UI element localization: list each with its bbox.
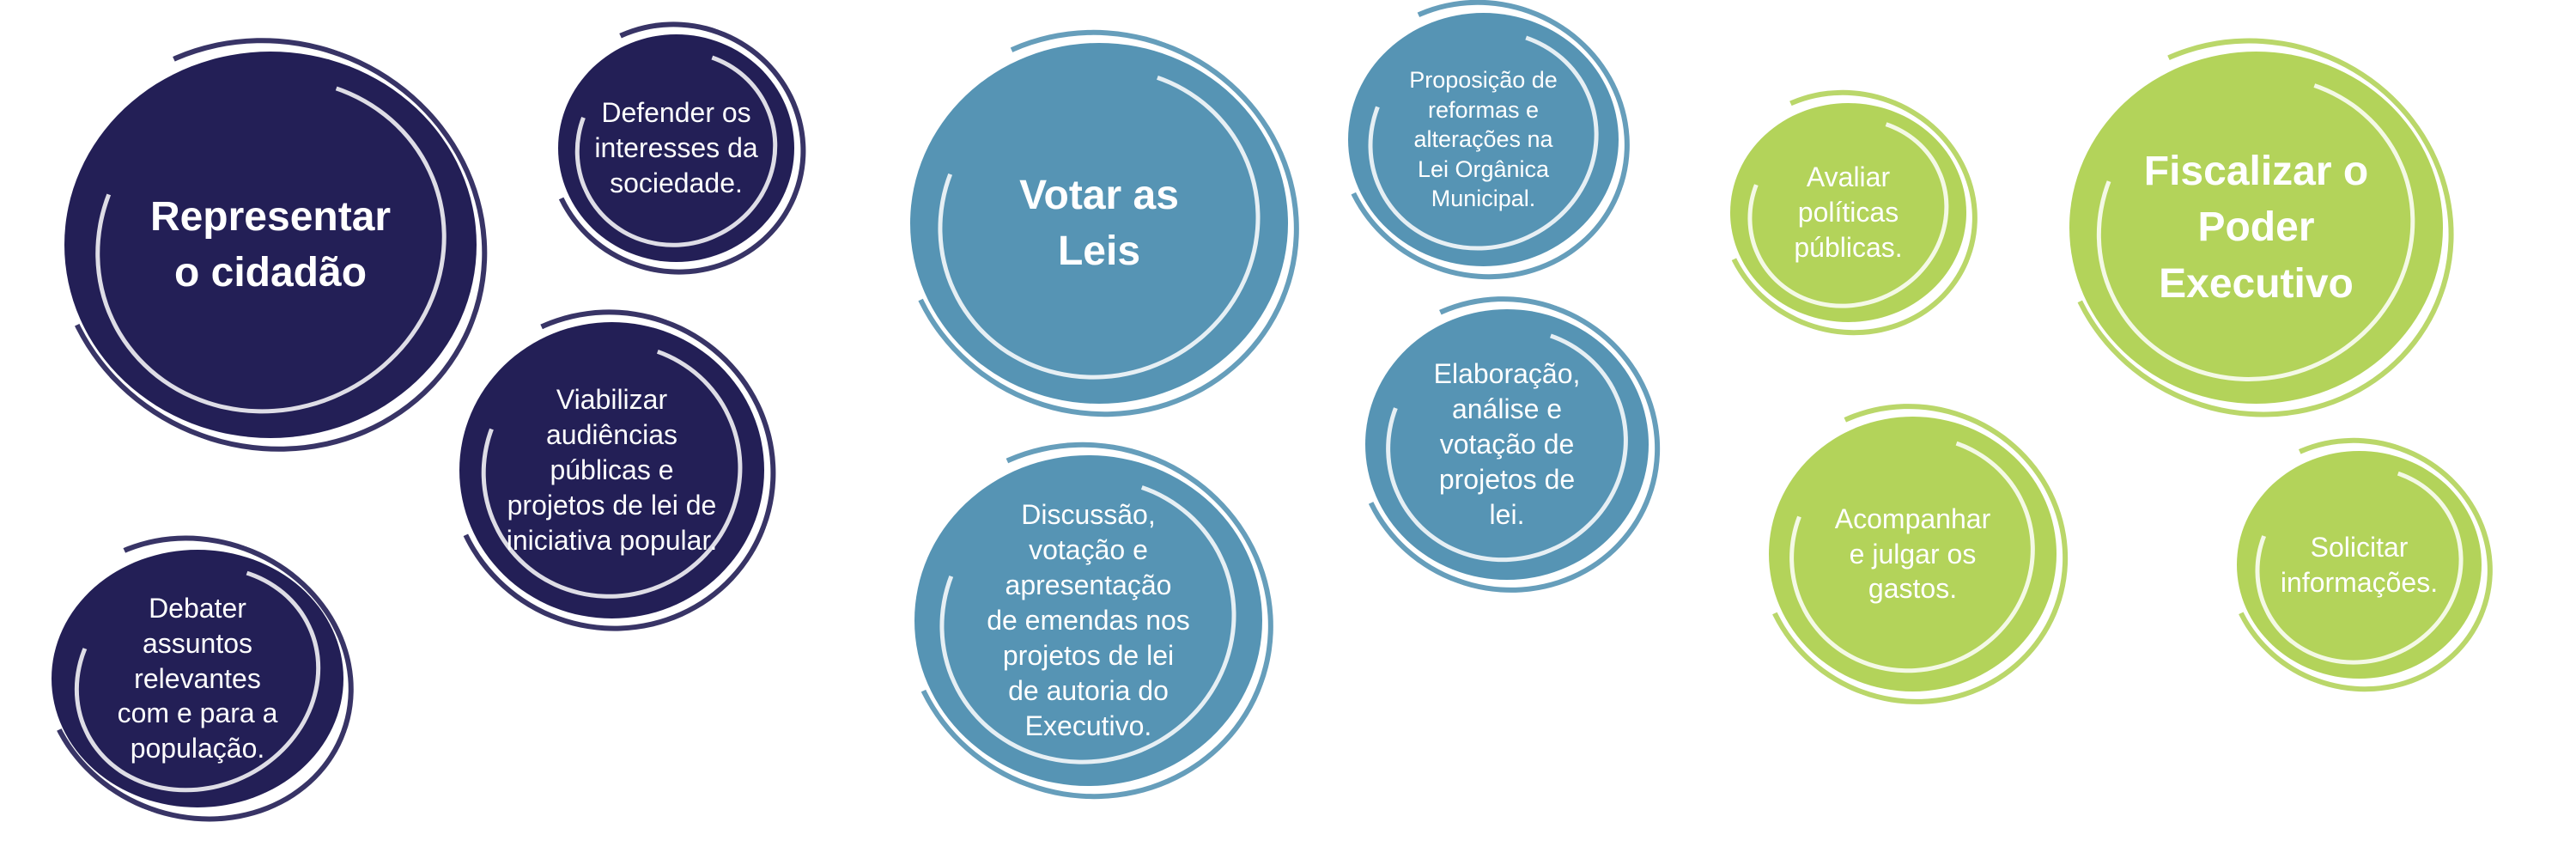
- bubble-proposicao-reformas: Proposição de reformas e alterações na L…: [1348, 13, 1619, 266]
- bubble-text: Discussão, votação e apresentação de eme…: [987, 499, 1190, 741]
- bubble-viabilizar-audiencias: Viabilizar audiências públicas e projeto…: [459, 322, 764, 618]
- bubble-text: Acompanhar e julgar os gastos.: [1834, 503, 1991, 605]
- bubble-title: Votar as Leis: [1019, 172, 1179, 274]
- bubble-discussao-emendas: Discussão, votação e apresentação de eme…: [914, 455, 1262, 786]
- bubble-title: Representar o cidadão: [149, 193, 392, 295]
- bubble-text: Viabilizar audiências públicas e projeto…: [506, 384, 718, 556]
- bubble-acompanhar-gastos: Acompanhar e julgar os gastos.: [1769, 417, 2057, 691]
- bubble-text: Avaliar políticas públicas.: [1794, 161, 1903, 263]
- main-bubble-votar-leis: Votar as Leis: [910, 43, 1288, 404]
- main-bubble-fiscalizar: Fiscalizar o Poder Executivo: [2069, 52, 2443, 404]
- bubble-text: Elaboração, análise e votação de projeto…: [1433, 358, 1581, 530]
- main-bubble-representar: Representar o cidadão: [64, 52, 477, 438]
- bubble-debater-assuntos: Debater assuntos relevantes com e para a…: [52, 550, 343, 807]
- bubble-avaliar-politicas: Avaliar políticas públicas.: [1730, 103, 1966, 322]
- bubble-text: Solicitar informações.: [2280, 531, 2439, 598]
- bubble-defender-interesses: Defender os interesses da sociedade.: [558, 34, 794, 262]
- bubble-text: Defender os interesses da sociedade.: [594, 97, 758, 198]
- bubble-title: Fiscalizar o Poder Executivo: [2143, 149, 2369, 307]
- bubble-elaboracao-projetos: Elaboração, análise e votação de projeto…: [1365, 309, 1649, 580]
- bubble-text: Debater assuntos relevantes com e para a…: [117, 592, 278, 764]
- bubble-solicitar-informacoes: Solicitar informações.: [2237, 451, 2482, 679]
- bubble-text: Proposição de reformas e alterações na L…: [1409, 67, 1558, 212]
